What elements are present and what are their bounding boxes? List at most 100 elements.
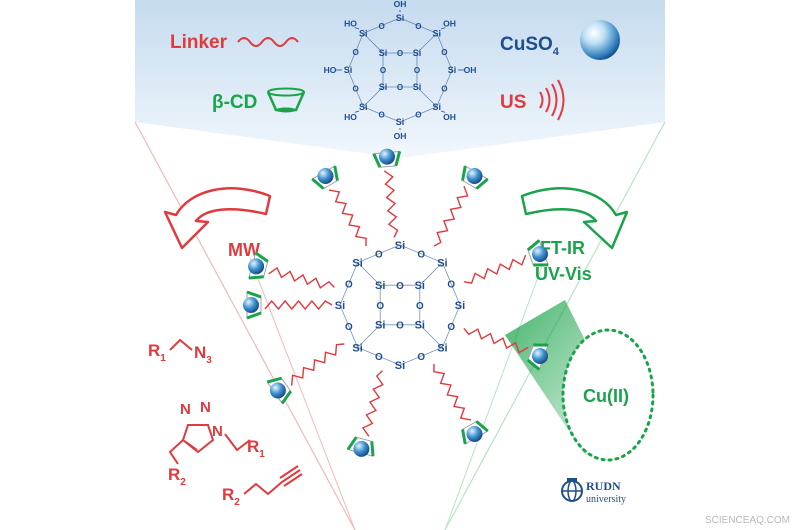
cage-silicon: Si bbox=[396, 13, 405, 23]
azide-structure: R1 N3 bbox=[148, 338, 212, 366]
cage-oxygen: O bbox=[376, 301, 384, 312]
cage-oxygen: O bbox=[447, 322, 455, 333]
cage-hydroxyl: OH bbox=[443, 18, 456, 28]
cage-bond bbox=[436, 69, 453, 107]
cage-silicon: Si bbox=[359, 28, 368, 38]
cage-silicon: Si bbox=[413, 48, 422, 58]
cage-hydroxyl: HO bbox=[344, 112, 357, 122]
cage-silicon: Si bbox=[395, 240, 405, 252]
top-panel bbox=[135, 0, 665, 158]
cage-silicon: Si bbox=[335, 300, 345, 312]
cage-silicon: Si bbox=[379, 82, 388, 92]
cage-oxygen: O bbox=[441, 48, 447, 57]
wavy-linker-icon bbox=[237, 37, 299, 47]
linker-chain bbox=[463, 254, 527, 285]
triazole-n3: N bbox=[212, 423, 223, 440]
azide-r-sub: 1 bbox=[160, 353, 166, 364]
copper-sphere bbox=[466, 426, 483, 442]
cage-hydroxyl: OH bbox=[464, 65, 477, 75]
cyclodextrin-rim bbox=[246, 290, 262, 299]
copper-sphere-icon bbox=[580, 20, 620, 60]
cyclodextrin-rim bbox=[526, 358, 541, 371]
watermark: SCIENCEAQ.COM bbox=[705, 515, 790, 526]
linker-chain bbox=[433, 185, 469, 247]
cage-oxygen: O bbox=[378, 22, 384, 31]
cage-silicon: Si bbox=[437, 257, 447, 269]
cage-oxygen: O bbox=[396, 281, 404, 292]
cage-oxygen: O bbox=[414, 66, 420, 75]
cage-oxygen: O bbox=[397, 49, 403, 58]
mw-arrow-icon bbox=[163, 187, 272, 250]
cage-bond bbox=[416, 32, 438, 54]
cage-bond bbox=[362, 86, 384, 108]
alkyne-r: R bbox=[222, 485, 234, 504]
alkyne-r-sub: 2 bbox=[234, 497, 240, 508]
cage-bond bbox=[363, 17, 401, 34]
copper-sphere bbox=[466, 168, 483, 184]
cage-bond bbox=[436, 33, 453, 71]
cage-bond bbox=[357, 347, 401, 366]
cage-silicon: Si bbox=[344, 65, 353, 75]
cage-oxygen: O bbox=[378, 111, 384, 120]
cage-bond bbox=[363, 106, 401, 123]
cyclodextrin-rim bbox=[370, 441, 375, 457]
svg-text:N3: N3 bbox=[194, 343, 212, 366]
cage-oxygen: O bbox=[375, 250, 383, 261]
cage-bond bbox=[347, 33, 364, 71]
cage-hydroxyl: OH bbox=[394, 131, 407, 141]
cage-oxygen: O bbox=[380, 66, 386, 75]
azide-n-sub: 3 bbox=[206, 355, 212, 366]
funnel-line-left-inner bbox=[249, 257, 356, 530]
cage-oxygen: O bbox=[417, 250, 425, 261]
cyclodextrin-rim bbox=[533, 263, 549, 267]
copper-sphere bbox=[532, 348, 548, 364]
cu-label: Cu(II) bbox=[583, 386, 629, 406]
linker-chain bbox=[383, 170, 399, 238]
ftir-arrow-icon bbox=[520, 187, 629, 250]
cage-oxygen: O bbox=[447, 280, 455, 291]
cage-oh-bond bbox=[354, 110, 360, 113]
cage-bond bbox=[442, 304, 461, 348]
cyclodextrin-cone-icon bbox=[266, 87, 306, 113]
cage-silicon: Si bbox=[396, 117, 405, 127]
cage-silicon: Si bbox=[375, 280, 385, 292]
cyclodextrin-rim bbox=[248, 275, 264, 280]
cyclodextrin-rim bbox=[461, 429, 467, 445]
azide-r: R bbox=[148, 341, 160, 360]
cage-silicon: Si bbox=[437, 342, 447, 354]
linker-chain bbox=[463, 327, 529, 354]
cage-oxygen: O bbox=[415, 22, 421, 31]
cyclodextrin-rim bbox=[394, 151, 402, 167]
cage-hydroxyl: OH bbox=[394, 0, 407, 9]
triazole-r1: R bbox=[247, 437, 259, 456]
svg-text:R2: R2 bbox=[222, 485, 240, 508]
cage-oxygen: O bbox=[345, 280, 353, 291]
cage-silicon: Si bbox=[379, 48, 388, 58]
cyclodextrin-rim bbox=[461, 165, 467, 181]
cage-silicon: Si bbox=[415, 280, 425, 292]
cage-silicon: Si bbox=[375, 320, 385, 332]
cage-silicon: Si bbox=[352, 342, 362, 354]
cyclodextrin-rim bbox=[475, 177, 489, 190]
rudn-name: RUDN bbox=[586, 479, 621, 493]
cage-silicon: Si bbox=[455, 300, 465, 312]
funnel-line-left bbox=[134, 121, 356, 530]
cage-bond bbox=[416, 86, 438, 108]
rudn-emblem-icon bbox=[561, 478, 583, 502]
cage-oxygen: O bbox=[397, 83, 403, 92]
cage-silicon: Si bbox=[395, 360, 405, 372]
cage-silicon: Si bbox=[352, 257, 362, 269]
cage-oxygen: O bbox=[441, 85, 447, 94]
cyclodextrin-rim bbox=[475, 420, 489, 433]
us-label: US bbox=[500, 92, 526, 113]
cage-silicon: Si bbox=[359, 102, 368, 112]
alkyne-structure: R2 bbox=[222, 465, 303, 508]
svg-text:R1: R1 bbox=[148, 341, 166, 364]
cyclodextrin-rim bbox=[526, 239, 541, 252]
cage-oxygen: O bbox=[416, 301, 424, 312]
linker-chain bbox=[291, 343, 345, 386]
linker-chain bbox=[268, 266, 335, 289]
cage-bond bbox=[399, 347, 443, 366]
